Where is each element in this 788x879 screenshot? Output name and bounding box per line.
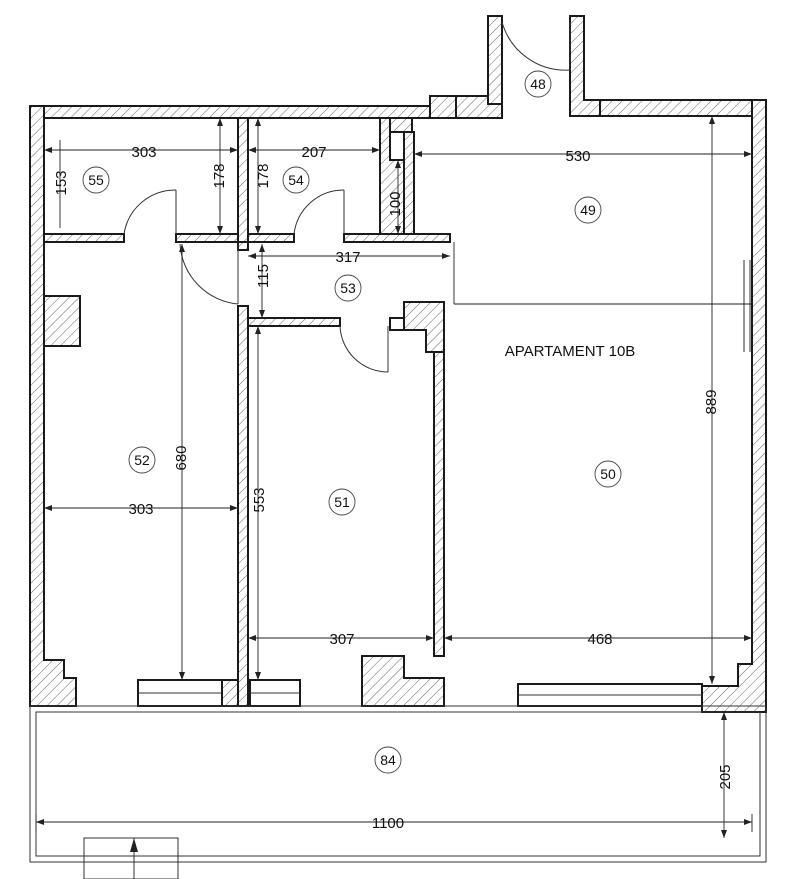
dim-553: 553 (251, 487, 268, 512)
balcony-outline (29, 705, 767, 863)
door-52 (179, 243, 239, 305)
wall-49-left (403, 131, 415, 235)
dim-153: 153 (53, 170, 70, 195)
balcony (29, 705, 767, 879)
room-labels: 48 55 54 49 53 52 51 50 84 (82, 70, 622, 774)
dimension-labels: 303 153 178 178 207 100 530 317 115 680 … (53, 144, 734, 832)
top-right-wall (599, 99, 767, 117)
room-50: 50 (600, 466, 616, 482)
dim-303-top: 303 (131, 144, 156, 161)
dim-303-mid: 303 (128, 501, 153, 518)
wall-55-54 (237, 117, 249, 245)
room-52: 52 (134, 452, 150, 468)
room-53: 53 (340, 280, 356, 296)
bottom-left-pillar (361, 655, 445, 707)
wall-54-bottom-right (343, 233, 451, 243)
dim-178-b: 178 (255, 163, 272, 188)
left-pillar (43, 295, 81, 347)
door-48 (501, 21, 571, 71)
room-48: 48 (530, 76, 546, 92)
wall-corr-stub (237, 241, 249, 251)
room-55: 55 (88, 172, 104, 188)
doors (123, 21, 571, 373)
balcony-step (83, 837, 179, 879)
outer-walls (29, 15, 767, 713)
door-55 (123, 189, 177, 235)
room-84: 84 (380, 752, 396, 768)
dim-530: 530 (565, 148, 590, 165)
dim-115: 115 (255, 264, 272, 288)
dim-680: 680 (173, 445, 190, 470)
pillar-50 (403, 301, 445, 353)
room-54: 54 (288, 172, 304, 188)
wall-54-bottom-left (247, 233, 295, 243)
dimension-lines (35, 116, 753, 838)
inner-walls (43, 117, 451, 707)
dim-317: 317 (335, 249, 360, 266)
wall-51-50 (433, 351, 445, 657)
entrance-left-wall (487, 15, 503, 105)
dim-307: 307 (329, 631, 354, 648)
door-51 (339, 325, 389, 373)
wall-55-bottom-right (175, 233, 239, 243)
dim-1100: 1100 (372, 815, 404, 832)
room-49: 49 (580, 202, 596, 218)
dim-889: 889 (703, 389, 720, 414)
dim-205: 205 (717, 764, 734, 789)
dim-207: 207 (301, 144, 326, 161)
apartment-title: APARTAMENT 10B (505, 343, 636, 360)
entrance-right-wall (569, 15, 601, 117)
wall-55-bottom (43, 233, 125, 243)
wall-52-51 (237, 305, 249, 707)
wall-51-top (247, 317, 341, 327)
dim-100: 100 (387, 191, 404, 216)
room-51: 51 (334, 494, 350, 510)
dim-178-a: 178 (211, 163, 228, 188)
door-54 (293, 189, 345, 235)
dim-468: 468 (587, 631, 612, 648)
